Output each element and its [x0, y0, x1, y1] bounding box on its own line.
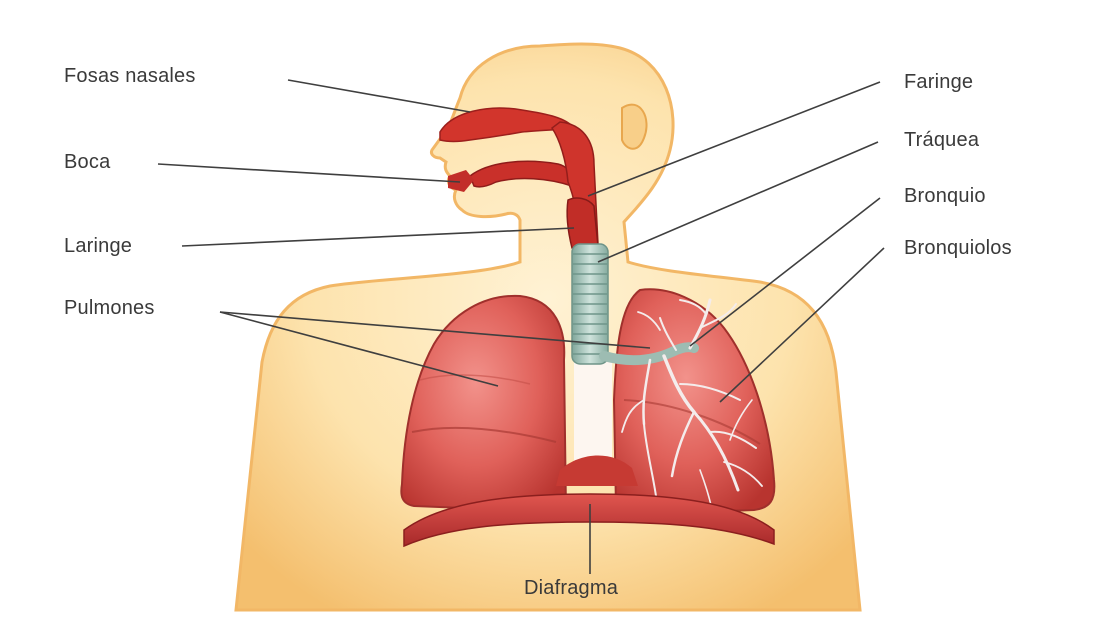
larynx [567, 198, 598, 248]
label-laringe: Laringe [64, 236, 132, 256]
label-fosas-nasales: Fosas nasales [64, 66, 196, 86]
label-boca: Boca [64, 152, 110, 172]
label-pulmones: Pulmones [64, 298, 155, 318]
leader-fosas-nasales [288, 80, 470, 112]
leader-boca [158, 164, 460, 182]
leader-laringe [182, 228, 574, 246]
label-diafragma: Diafragma [524, 578, 618, 598]
label-faringe: Faringe [904, 72, 973, 92]
label-traquea: Tráquea [904, 130, 979, 150]
label-bronquiolos: Bronquiolos [904, 238, 1012, 258]
label-bronquio: Bronquio [904, 186, 986, 206]
ear [622, 105, 647, 149]
